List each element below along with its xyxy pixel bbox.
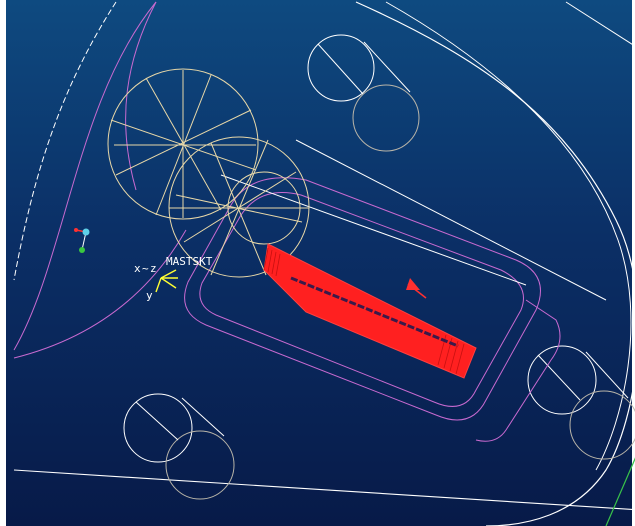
bolt-tangent-right-b[interactable] [585, 351, 629, 399]
csys-axis-z-label: z [150, 262, 157, 275]
bolt-hole-upper-2[interactable] [352, 84, 420, 152]
bolt-hole-upper-1[interactable] [307, 34, 375, 102]
bracket-outer-edge[interactable] [355, 1, 635, 526]
slot-white-edge[interactable] [220, 174, 527, 286]
csys-axis-y-label: y [146, 289, 153, 302]
bolt-tangent-lower-a[interactable] [135, 401, 179, 441]
purple-center-arc[interactable] [125, 1, 157, 191]
model-canvas[interactable] [6, 0, 635, 526]
coordinate-system-icon[interactable] [155, 269, 178, 293]
bolt-tangent-right-a[interactable] [537, 354, 581, 401]
bolt-tangent-upper-b[interactable] [363, 41, 411, 93]
sketch-pattern[interactable] [107, 68, 310, 278]
csys-axis-x-label: x [134, 262, 141, 275]
bolt-hole-lower-2[interactable] [165, 430, 235, 500]
bolt-hole-lower-1[interactable] [123, 393, 193, 463]
bracket-inner-edge[interactable] [385, 1, 632, 471]
csys-name-label: MASTSKT [166, 255, 213, 268]
left-arc-pink[interactable] [13, 1, 157, 351]
bottom-long-edge[interactable] [13, 469, 635, 511]
selected-slot-feature[interactable] [263, 243, 477, 379]
diagonal-body-edge[interactable] [295, 139, 607, 301]
left-arc-outer[interactable] [13, 1, 117, 281]
datum-point-icon[interactable] [74, 228, 90, 253]
bolt-hole-right-2[interactable] [569, 390, 635, 460]
slot-outline[interactable] [184, 177, 561, 442]
bolt-hole-right-1[interactable] [527, 345, 597, 415]
top-right-edge[interactable] [565, 1, 635, 48]
csys-axis-separator: ~ [142, 262, 149, 275]
green-axis-edge[interactable] [605, 445, 635, 526]
bolt-tangent-upper-a[interactable] [317, 43, 364, 95]
left-arc-inner[interactable] [13, 229, 187, 359]
bolt-tangent-lower-b[interactable] [181, 397, 225, 437]
